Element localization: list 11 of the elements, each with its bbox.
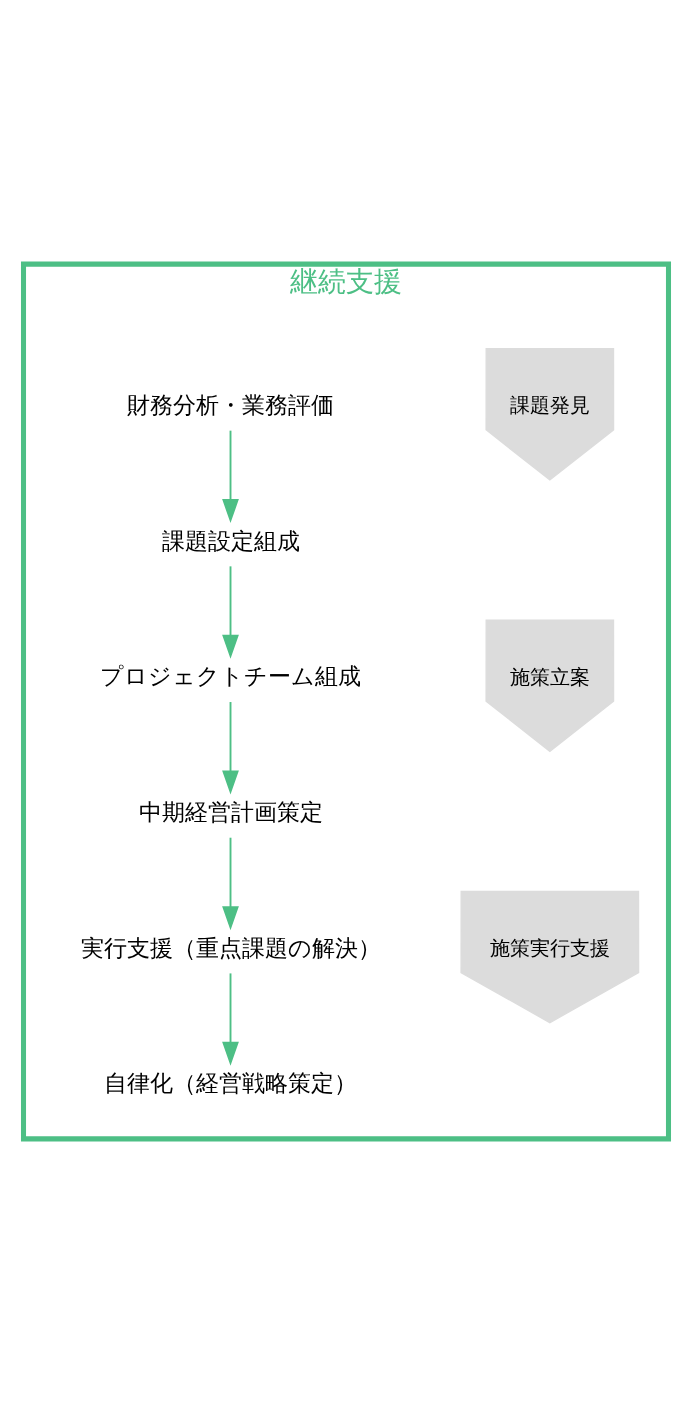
arrow (222, 700, 239, 794)
node-text: 中期経営計画策定 (138, 798, 323, 825)
node-text: 課題設定組成 (161, 527, 300, 554)
arrow (222, 836, 239, 930)
arrow (222, 564, 239, 659)
node-text: プロジェクトチーム組成 (100, 662, 362, 689)
node-text: 実行支援（重点課題の解決） (80, 934, 381, 961)
arrow (222, 971, 239, 1066)
node-text: 自律化（経営戦略策定） (104, 1069, 358, 1096)
arrow (222, 429, 239, 523)
node-text: 財務分析・業務評価 (127, 391, 335, 418)
